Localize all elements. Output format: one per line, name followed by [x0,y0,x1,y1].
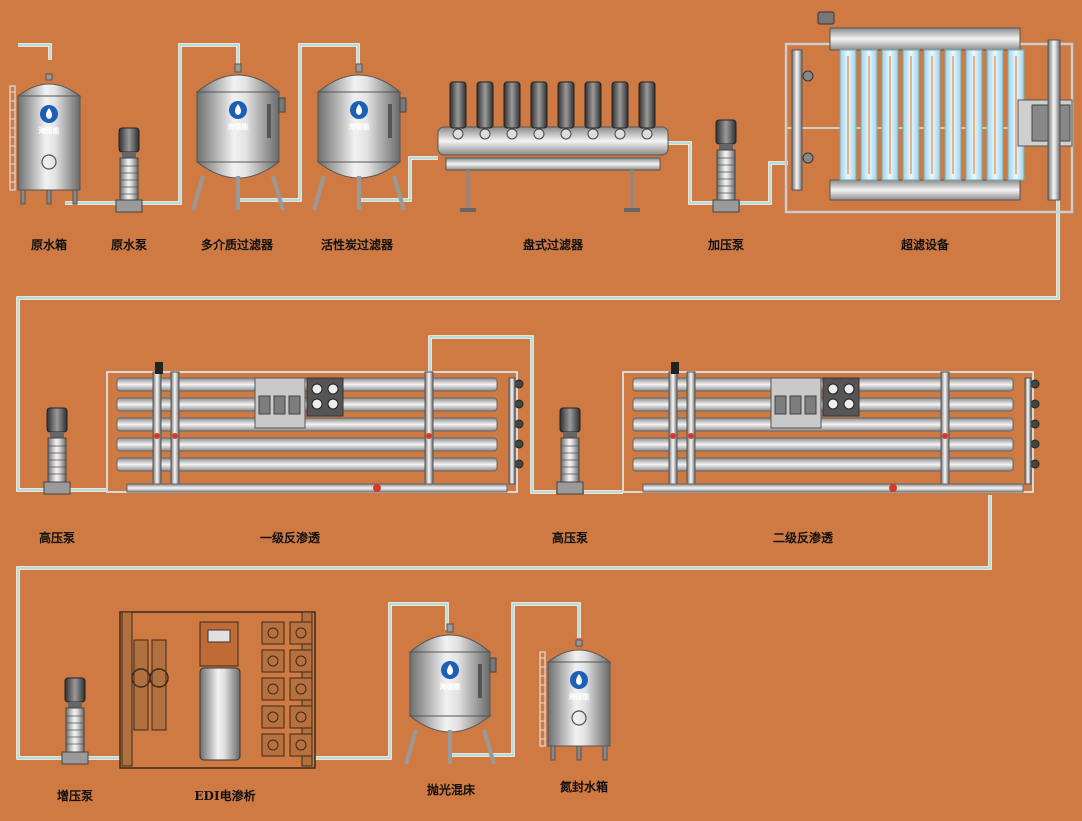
valve-icon [426,433,432,439]
label-multimedia-filter: 多介质过滤器 [201,236,273,253]
filter-disc-housing [504,82,520,128]
label-high-pressure-pump-1: 高压泵 [39,529,75,546]
valve-icon [688,433,694,439]
disc-filter [438,82,668,212]
edi-cell-icon [290,734,312,756]
filter-disc-housing [477,82,493,128]
valve-icon [154,433,160,439]
logo-text: 海德能 [228,122,249,131]
valve-icon [889,484,897,492]
polishing-mixed-bed: 海德能 [406,624,496,764]
filter-disc-housing [585,82,601,128]
label-edi-unit: EDI电渗析 [194,787,255,804]
pressure-gauge-icon [671,362,679,374]
pressure-gauge-icon [155,362,163,374]
edi-cell-icon [262,678,284,700]
edi-cell-icon [262,650,284,672]
motor-icon [47,408,67,432]
label-secondary-ro: 二级反渗透 [773,529,833,546]
booster-pump [713,120,739,212]
edi-cell-icon [262,622,284,644]
header-pipe [438,127,668,155]
label-raw-water-tank: 原水箱 [31,236,67,253]
label-ultrafiltration-unit: 超滤设备 [901,236,949,253]
motor-icon [119,128,139,152]
valve-icon [670,433,676,439]
pipe-segment [740,163,788,203]
ro-gauge-panel [823,378,859,416]
raw-water-pump [116,128,142,212]
edi-cell-icon [262,706,284,728]
filter-disc-housing [639,82,655,128]
logo-text: 海德能 [39,126,60,135]
edi-unit [120,612,315,768]
nitrogen-sealed-tank: 海德能 [540,640,610,760]
filter-disc-housing [612,82,628,128]
ro-gauge-panel [307,378,343,416]
high-pressure-pump-2 [557,408,583,494]
valve-icon [942,433,948,439]
label-pressure-boost-pump: 增压泵 [57,787,93,804]
motor-icon [716,120,736,144]
filter-disc-housing [450,82,466,128]
pipe-segment [18,45,50,60]
secondary-ro [623,362,1039,492]
valve-icon [172,433,178,439]
multimedia-filter: 海德能 [193,64,285,210]
label-activated-carbon-filter: 活性炭过滤器 [321,236,393,253]
label-high-pressure-pump-2: 高压泵 [552,529,588,546]
edi-module-stack [200,668,240,760]
pressure-boost-pump [62,678,88,764]
edi-cell-icon [262,734,284,756]
logo-text: 海德能 [569,692,590,701]
logo-text: 海德能 [440,682,461,691]
label-disc-filter: 盘式过滤器 [523,236,583,253]
edi-cell-icon [290,650,312,672]
raw-water-tank: 海德能 [10,74,80,204]
primary-ro [107,362,523,492]
pipe-flow-line [668,143,713,203]
motor-icon [560,408,580,432]
pipe-flow-line [18,45,50,60]
label-raw-water-pump: 原水泵 [111,236,147,253]
logo-text: 海德能 [349,122,370,131]
activated-carbon-filter: 海德能 [314,64,406,210]
pipe-flow-line [740,163,788,203]
sight-glass-icon [388,104,392,138]
filter-disc-housing [558,82,574,128]
edi-control-box [200,622,238,666]
filter-disc-housing [531,82,547,128]
label-polishing-mixed-bed: 抛光混床 [427,781,475,798]
edi-cell-icon [290,706,312,728]
label-primary-ro: 一级反渗透 [260,529,320,546]
motor-icon [65,678,85,702]
uf-pressure-gauge-icon [818,12,834,24]
label-booster-pump: 加压泵 [708,236,744,253]
valve-icon [373,484,381,492]
label-nitrogen-sealed-tank: 氮封水箱 [560,778,608,795]
edi-cell-icon [290,678,312,700]
edi-cell-icon [290,622,312,644]
sight-glass-icon [478,664,482,698]
sight-glass-icon [267,104,271,138]
ultrafiltration-unit [786,12,1072,212]
high-pressure-pump-1 [44,408,70,494]
